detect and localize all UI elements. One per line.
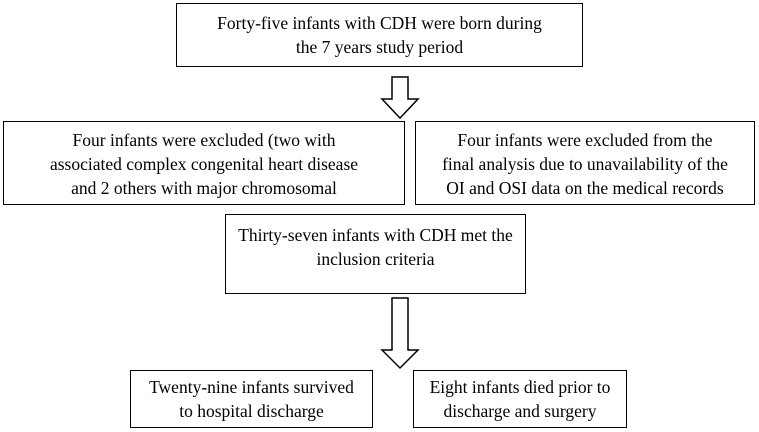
box-text-line: Thirty-seven infants with CDH met the	[238, 225, 513, 245]
box-text-line: associated complex congenital heart dise…	[49, 154, 359, 174]
box-text-line: Twenty-nine infants survived	[149, 377, 354, 397]
box-text-line: final analysis due to unavailability of …	[442, 154, 728, 174]
exclusion-heart-chromosomal-box: Four infants were excluded (two with ass…	[3, 121, 405, 205]
box-text-line: and 2 others with major chromosomal	[71, 178, 337, 198]
box-text-line: discharge and surgery	[443, 401, 597, 421]
down-arrow-1	[380, 76, 420, 120]
box-text-line: Four infants were excluded from the	[457, 130, 713, 150]
box-text-line: Four infants were excluded (two with	[72, 130, 336, 150]
box-text-line: Eight infants died prior to	[429, 377, 611, 397]
box-text-line: inclusion criteria	[316, 249, 435, 269]
study-population-box: Forty-five infants with CDH were born du…	[176, 3, 583, 67]
exclusion-missing-data-box: Four infants were excluded from the fina…	[415, 121, 755, 205]
inclusion-criteria-box: Thirty-seven infants with CDH met the in…	[225, 214, 526, 294]
box-text-line: the 7 years study period	[295, 37, 464, 57]
box-text-line: OI and OSI data on the medical records	[446, 178, 724, 198]
box-text-line: Forty-five infants with CDH were born du…	[217, 13, 542, 33]
died-outcome-box: Eight infants died prior to discharge an…	[413, 370, 627, 428]
down-arrow-2	[380, 297, 420, 370]
box-text-line: to hospital discharge	[179, 401, 324, 421]
survived-outcome-box: Twenty-nine infants survived to hospital…	[130, 370, 373, 428]
